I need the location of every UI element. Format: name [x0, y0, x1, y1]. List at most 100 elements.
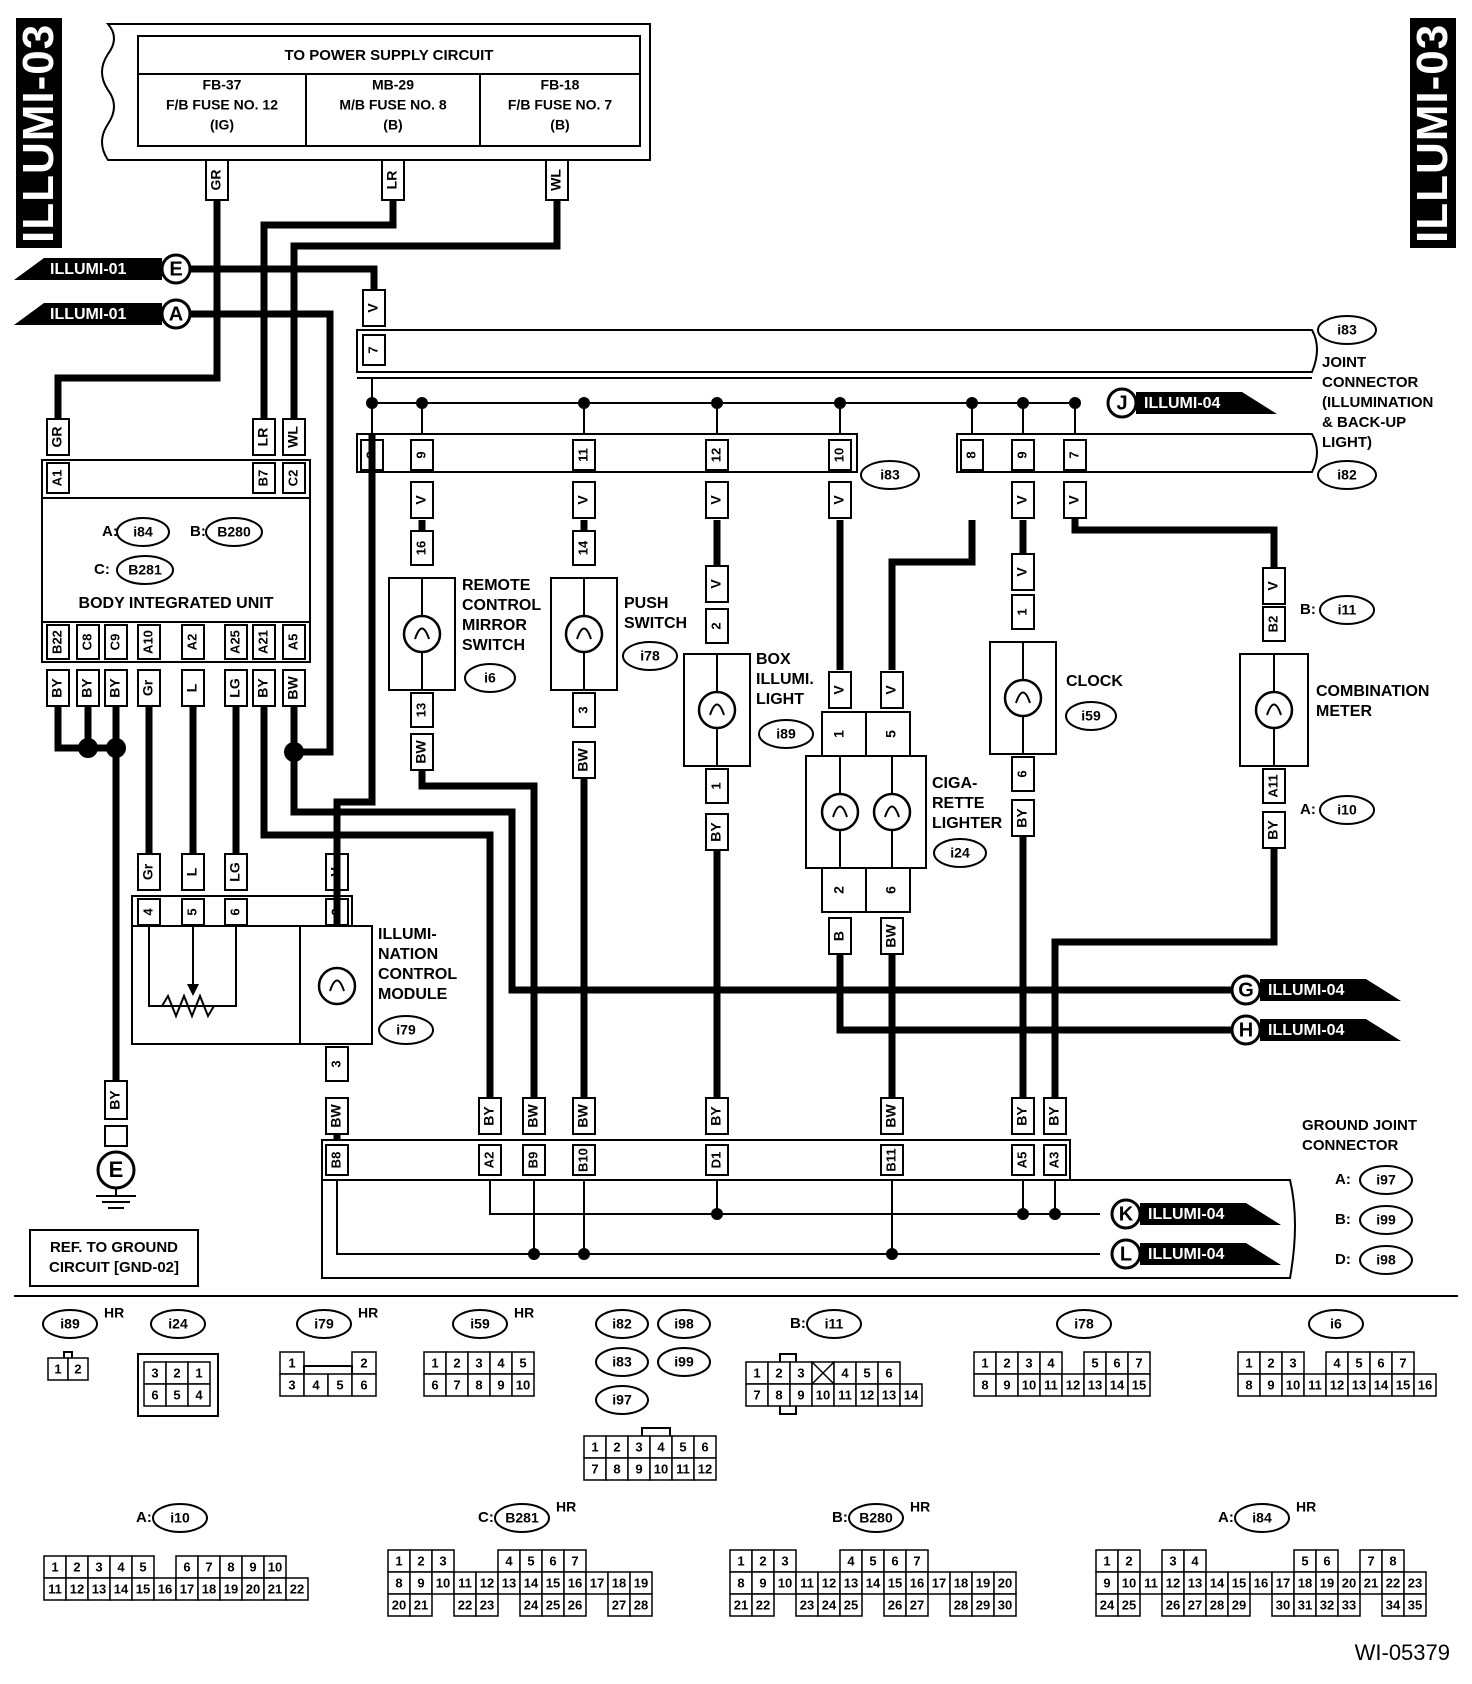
icm-pin — [181, 898, 205, 926]
cv-i59-pin: 6 — [431, 1377, 438, 1392]
cv-b281-r1-pin: 3 — [439, 1553, 446, 1568]
meter-pin-bot-text: A11 — [1265, 774, 1280, 797]
cv-group-pin: 4 — [657, 1439, 665, 1454]
meter-code-bot — [1319, 795, 1375, 825]
joint-a-pin-text: 10 — [831, 448, 846, 462]
bcm-name: BODY INTEGRATED UNIT — [79, 595, 274, 612]
icm-wire — [137, 853, 161, 891]
cv-i84-r2-pin: 12 — [1166, 1575, 1180, 1590]
cv-i6-pin: 15 — [1396, 1377, 1410, 1392]
cv-group-code-text: i83 — [612, 1354, 632, 1370]
cv-b281-r2-pin: 9 — [417, 1575, 424, 1590]
icm-label-line: MODULE — [378, 986, 448, 1003]
wire-tag-wl — [545, 159, 569, 201]
gj-wire-text: BY — [481, 1106, 497, 1126]
wire-v-icm — [333, 434, 376, 926]
joint-b-pin — [1011, 439, 1035, 471]
meter-pin-bot — [1262, 768, 1286, 804]
cv-i10-pin: 10 — [268, 1559, 282, 1574]
cv-b280-r3-pin: 24 — [822, 1597, 837, 1612]
box-light-bulb-icon — [697, 690, 737, 730]
cv-i84-r3-pin: 24 — [1100, 1597, 1115, 1612]
ground-ref-text: CIRCUIT [GND-02] — [49, 1259, 179, 1276]
cv-b281-r3-cell — [409, 1593, 433, 1617]
cv-i10-pin: 16 — [158, 1581, 172, 1596]
icm-wire-text: Gr — [140, 863, 156, 880]
offpage-k-arrow-icon — [1140, 1203, 1281, 1225]
cv-i10-pin: 1 — [51, 1559, 58, 1574]
offpage-g-arrow-icon — [1260, 979, 1401, 1001]
cv-i6-code — [1308, 1309, 1364, 1339]
cv-i78-pin: 12 — [1066, 1377, 1080, 1392]
cv-b281-r2-pin: 12 — [480, 1575, 494, 1590]
cv-i11-bot-pin: 13 — [882, 1387, 896, 1402]
bcm-prefix: A: — [102, 523, 118, 540]
gj-wire — [1011, 1097, 1035, 1135]
cv-i59-pin: 9 — [497, 1377, 504, 1392]
bcm-top-pin — [252, 462, 276, 494]
icm-code-text: i79 — [396, 1022, 416, 1038]
wire-b-to-h — [836, 954, 1308, 1034]
cv-b281-r1-pin: 7 — [571, 1553, 578, 1568]
fuse-label: (B) — [383, 117, 402, 133]
icm-rheostat-loop — [148, 926, 237, 1007]
gj-code-text: i97 — [1376, 1172, 1396, 1188]
meter-pin-top-text: B2 — [1265, 616, 1280, 633]
cv-b280-r3-cell — [993, 1593, 1017, 1617]
cv-group-pin: 3 — [635, 1439, 642, 1454]
cv-b281-r3-pin: 21 — [414, 1597, 428, 1612]
fuse-label: (IG) — [210, 117, 234, 133]
bcm-bottom-wire-text: Gr — [140, 679, 156, 696]
cv-i78-pin: 1 — [981, 1355, 988, 1370]
bcm-bottom-wire-text: BY — [255, 678, 271, 698]
icm-pin — [137, 898, 161, 926]
meter-prefix: B: — [1300, 601, 1316, 618]
cv-i10-pin: 22 — [290, 1581, 304, 1596]
wire-by-a21 — [260, 706, 494, 1098]
cv-i11-bot-pin: 8 — [775, 1387, 782, 1402]
clock-pin-top-text: 1 — [1014, 608, 1029, 615]
wire-v-cigar-5 — [888, 520, 976, 670]
cv-i84-code-text: i84 — [1252, 1510, 1272, 1526]
wire-by-meter — [1051, 848, 1278, 1098]
cv-i11-bot-pin: 14 — [904, 1387, 919, 1402]
bcm-bottom-pin — [224, 624, 248, 660]
icm-pin-text: 4 — [140, 908, 155, 916]
bcm-top-pin-text: C2 — [285, 470, 300, 487]
cv-i24-pin: 4 — [195, 1387, 203, 1402]
offpage-h-text: ILLUMI-04 — [1268, 1022, 1345, 1039]
meter-code-top-text: i11 — [1338, 602, 1357, 618]
offpage-l-arrow-icon — [1140, 1243, 1281, 1265]
bcm-top-wire — [282, 418, 306, 456]
cv-i84-r2-pin: 15 — [1232, 1575, 1246, 1590]
gj-pin-text: D1 — [708, 1152, 723, 1169]
cv-i24-pin: 1 — [195, 1365, 202, 1380]
cv-group-pin: 8 — [613, 1461, 620, 1476]
icm-label-line: CONTROL — [378, 966, 457, 983]
offpage-l-letter-text: L — [1120, 1243, 1132, 1265]
joint-b-code — [1317, 460, 1377, 490]
cv-group-pin: 12 — [698, 1461, 712, 1476]
cv-i84-r3-pin: 26 — [1166, 1597, 1180, 1612]
gj-code — [1359, 1245, 1413, 1275]
meter-wire-top-text: V — [1265, 581, 1281, 591]
joint-code-text: i83 — [1337, 322, 1357, 338]
cv-b281-prefix: C: — [478, 1509, 494, 1526]
cv-b280-prefix: B: — [832, 1509, 848, 1526]
offpage-illumi01-a-letter-text: A — [169, 303, 183, 325]
cv-i6-pin: 11 — [1308, 1377, 1322, 1392]
gj-prefix: B: — [1335, 1211, 1351, 1228]
cv-i89-key — [63, 1351, 73, 1358]
meter-feed-tag-text: V — [1066, 495, 1082, 505]
cv-b281-r1-pin: 6 — [549, 1553, 556, 1568]
gj-wire-text: BW — [575, 1104, 591, 1128]
cigar-code — [933, 838, 987, 868]
